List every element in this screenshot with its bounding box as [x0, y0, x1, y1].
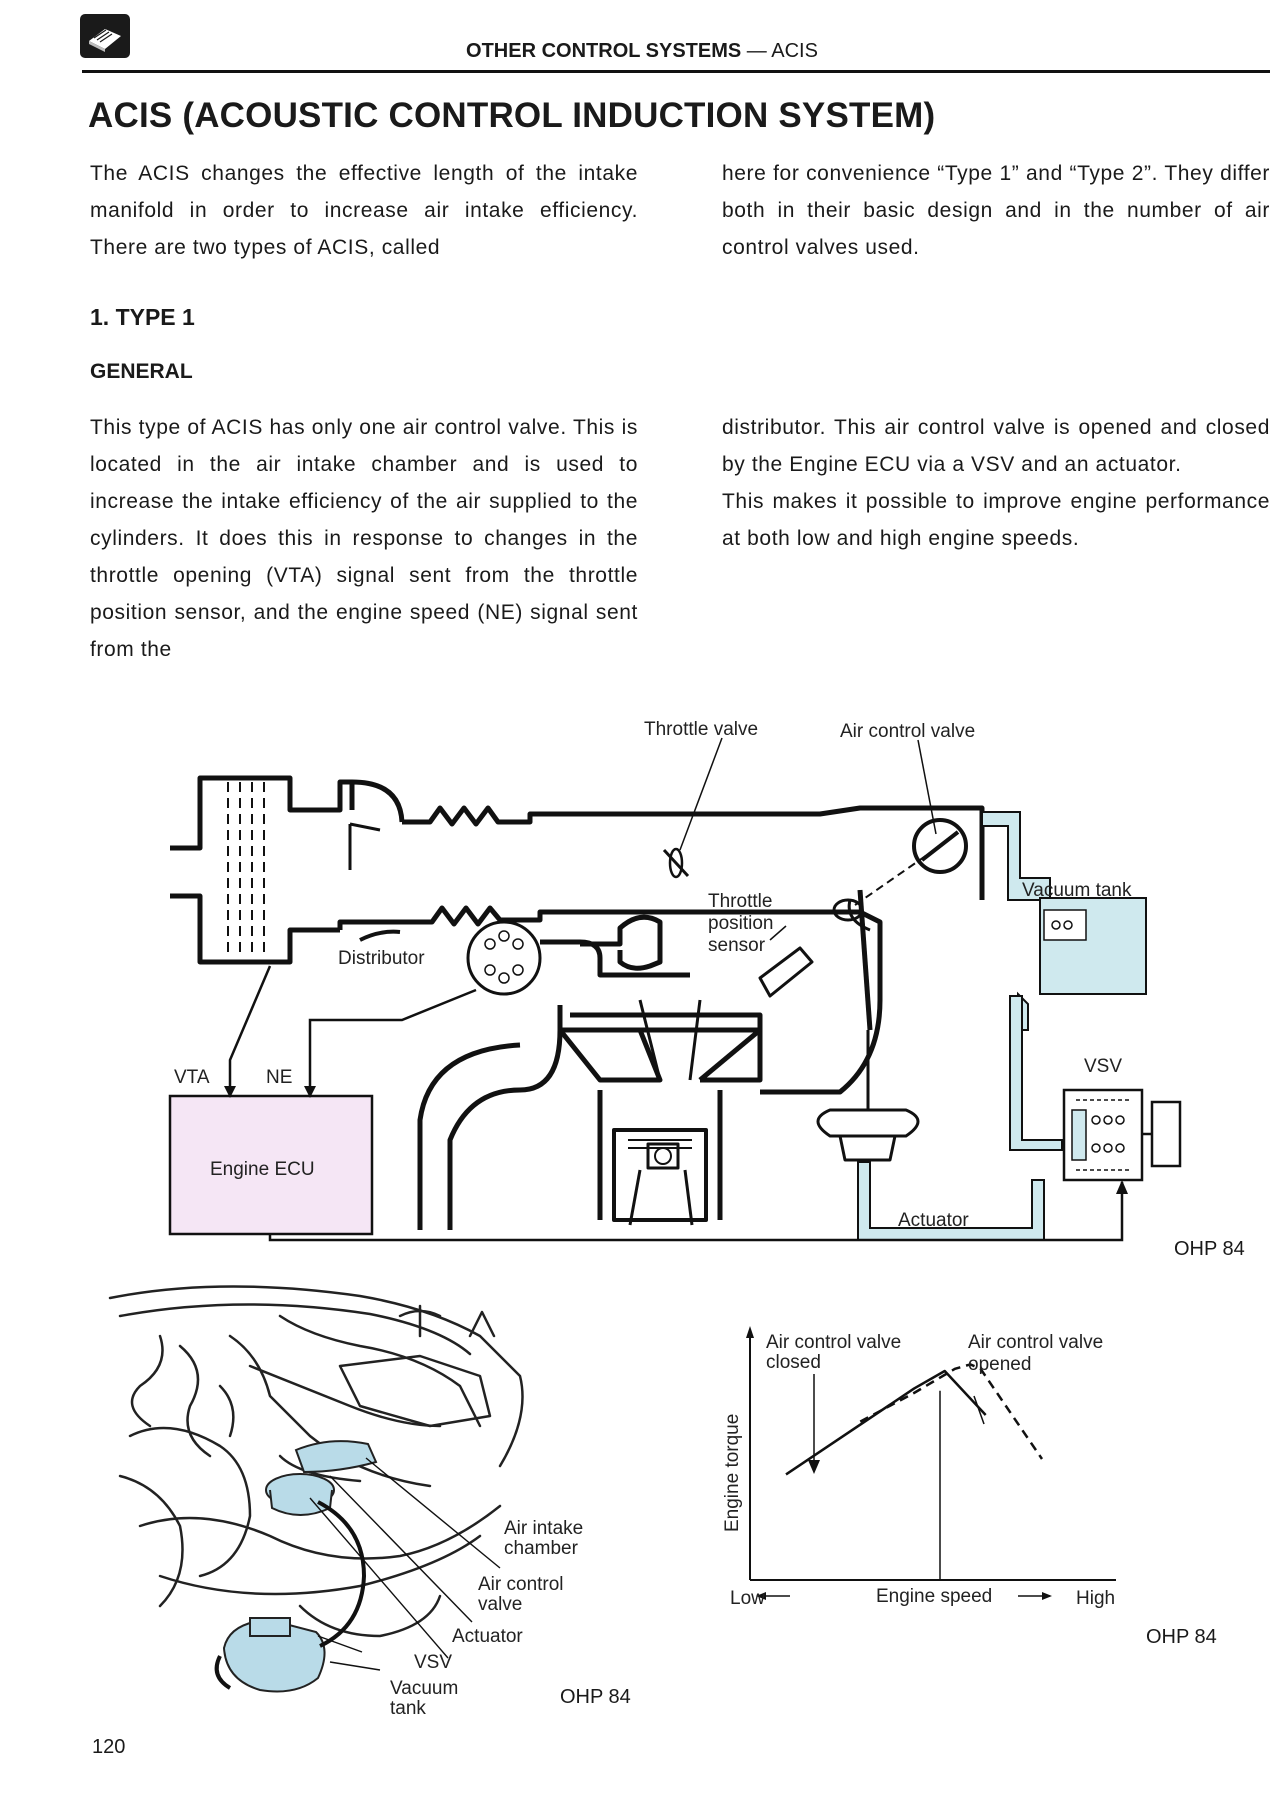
tps-label-line1: Throttle: [708, 891, 772, 912]
subsection-heading: GENERAL: [90, 360, 193, 383]
general-paragraph-left: This type of ACIS has only one air contr…: [90, 416, 638, 661]
air-intake-label-2: chamber: [504, 1538, 579, 1559]
x-low-label: Low: [730, 1588, 765, 1609]
acv-label-2: valve: [478, 1594, 522, 1615]
closed-label-2: closed: [766, 1352, 821, 1373]
torque-graph: Air control valve closed Air control val…: [722, 1326, 1116, 1609]
engine-bay-illustration: Air intake chamber Air control valve Act…: [108, 1285, 583, 1716]
opened-label-1: Air control valve: [968, 1332, 1103, 1353]
general-paragraph-right-2: This makes it possible to improve engine…: [722, 490, 1270, 550]
throttle-valve-label: Throttle valve: [644, 719, 758, 740]
y-axis-label: Engine torque: [722, 1414, 743, 1532]
page-number: 120: [92, 1736, 126, 1758]
opened-leader: [973, 1395, 985, 1425]
opened-label-2: opened: [968, 1354, 1031, 1375]
vacuum-label-1: Vacuum: [390, 1678, 458, 1699]
general-paragraph-right: distributor. This air control valve is o…: [722, 409, 1270, 557]
x-axis-label: Engine speed: [876, 1586, 992, 1607]
tps-label-line2: position: [708, 913, 774, 934]
closed-label-1: Air control valve: [766, 1332, 901, 1353]
engine-ecu-label: Engine ECU: [210, 1159, 315, 1180]
actuator-label: Actuator: [898, 1210, 969, 1231]
header-rule: [82, 70, 1270, 73]
intro-paragraph-right: here for convenience “Type 1” and “Type …: [722, 162, 1270, 259]
page-title: ACIS (ACOUSTIC CONTROL INDUCTION SYSTEM): [88, 96, 936, 135]
vacuum-label-2: tank: [390, 1698, 426, 1716]
ohp-ref-illustration: OHP 84: [560, 1686, 631, 1708]
air-control-valve-label: Air control valve: [840, 721, 975, 742]
series-valve-closed-line: [785, 1369, 987, 1476]
ne-label: NE: [266, 1067, 292, 1088]
vsv-label: VSV: [1084, 1056, 1122, 1077]
tps-label-line3: sensor: [708, 935, 766, 956]
x-high-label: High: [1076, 1588, 1115, 1609]
vacuum-tank-label: Vacuum tank: [1022, 880, 1132, 901]
header-section: OTHER CONTROL SYSTEMS: [466, 40, 742, 62]
header-separator: —: [741, 40, 772, 62]
illustration-vsv-label: VSV: [414, 1652, 452, 1673]
ohp-ref-graph: OHP 84: [1146, 1626, 1217, 1648]
illustration-actuator-label: Actuator: [452, 1626, 523, 1647]
section-heading: 1. TYPE 1: [90, 304, 195, 330]
vta-label: VTA: [174, 1067, 210, 1088]
header-topic: ACIS: [771, 40, 818, 62]
air-intake-label-1: Air intake: [504, 1518, 583, 1539]
acv-label-1: Air control: [478, 1574, 564, 1595]
ohp-ref-diagram: OHP 84: [1174, 1238, 1245, 1260]
intro-paragraph-left: The ACIS changes the effective length of…: [90, 162, 638, 259]
manual-book-icon: [80, 14, 130, 58]
acis-system-diagram: Throttle valve Air control valve Vacuum …: [168, 719, 1182, 1242]
series-valve-opened-line: [859, 1363, 1044, 1460]
general-paragraph-right-1: distributor. This air control valve is o…: [722, 416, 1270, 476]
running-header: OTHER CONTROL SYSTEMS — ACIS: [0, 40, 1284, 63]
distributor-label: Distributor: [338, 948, 425, 969]
engine-ecu-box: [168, 1094, 374, 1236]
